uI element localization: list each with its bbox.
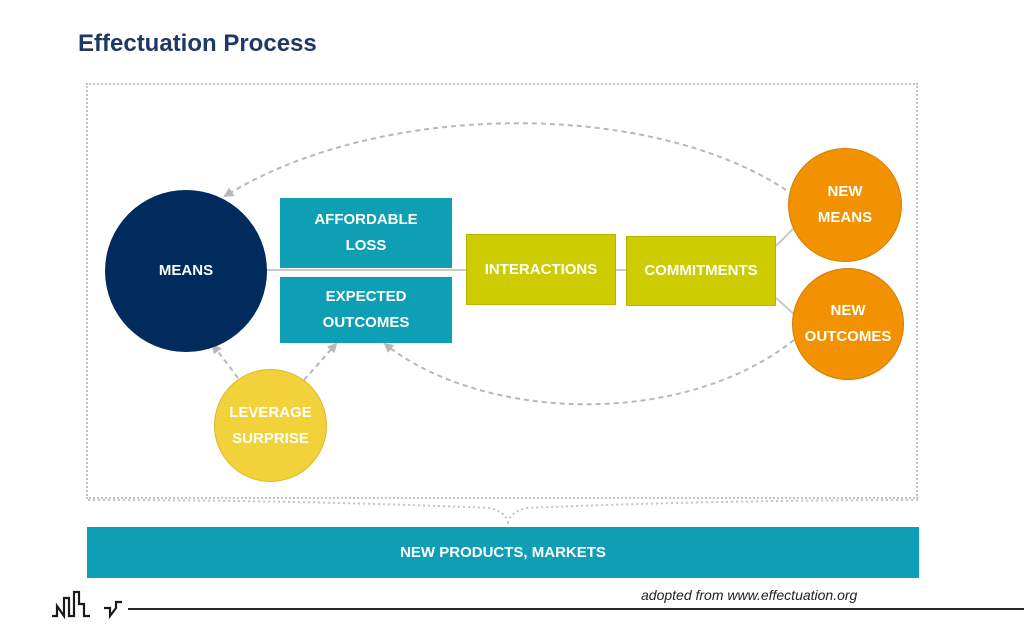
company-logo-icon xyxy=(52,590,122,620)
arrow-leverage-to-means xyxy=(211,343,239,379)
interactions-label: INTERACTIONS xyxy=(484,260,598,278)
bottom-bar-label: NEW PRODUCTS, MARKETS xyxy=(400,544,606,561)
arrow-new-means-to-means xyxy=(223,122,787,198)
page-title: Effectuation Process xyxy=(78,30,317,57)
brace-to-bottom-bar xyxy=(87,499,919,526)
commitments-label: COMMITMENTS xyxy=(644,262,758,279)
diagram-frame xyxy=(86,83,918,499)
node-means: MEANS xyxy=(105,190,267,352)
footer-line xyxy=(128,608,1024,610)
node-new-outcomes: NEW OUTCOMES xyxy=(792,268,904,380)
arrow-leverage-to-expected xyxy=(303,342,338,381)
new-means-label: NEW MEANS xyxy=(817,183,873,226)
node-affordable-loss: AFFORDABLE LOSS xyxy=(280,198,452,268)
node-commitments: COMMITMENTS xyxy=(626,236,776,306)
bottom-bar: NEW PRODUCTS, MARKETS xyxy=(87,527,919,578)
node-new-means: NEW MEANS xyxy=(788,148,902,262)
means-label: MEANS xyxy=(158,262,214,279)
new-outcomes-label: NEW OUTCOMES xyxy=(804,302,892,345)
node-expected-outcomes: EXPECTED OUTCOMES xyxy=(280,277,452,343)
affordable-loss-label: AFFORDABLE LOSS xyxy=(314,211,418,254)
leverage-surprise-label: LEVERAGE SURPRISE xyxy=(229,403,312,447)
source-credit: adopted from www.effectuation.org xyxy=(641,587,858,603)
node-leverage-surprise: LEVERAGE SURPRISE xyxy=(214,369,327,482)
expected-outcomes-label: EXPECTED OUTCOMES xyxy=(322,288,410,331)
node-interactions: INTERACTIONS xyxy=(466,234,616,305)
arrow-new-outcomes-to-expected xyxy=(383,339,795,406)
